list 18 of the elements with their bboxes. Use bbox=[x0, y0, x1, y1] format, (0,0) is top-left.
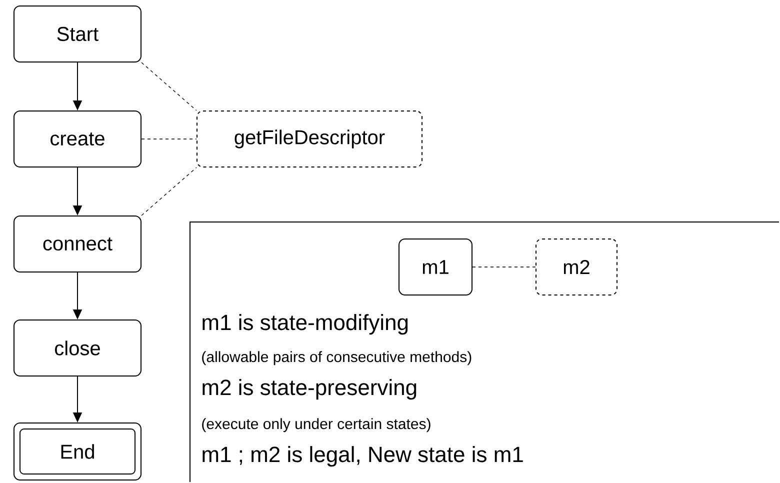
method-box: close bbox=[14, 320, 142, 376]
rule-text: m1 is state-modifying bbox=[202, 314, 408, 335]
note-text: (allowable pairs of consecutive methods) bbox=[202, 351, 472, 366]
note-text: (execute only under certain states) bbox=[202, 418, 430, 432]
dashed-method-box: getFileDescriptor bbox=[196, 110, 422, 168]
connector-line bbox=[141, 62, 197, 111]
connector-line bbox=[141, 138, 197, 140]
connector-line bbox=[141, 167, 197, 216]
dashed-method-box: m2 bbox=[536, 238, 618, 296]
rule-text: m2 is state-preserving bbox=[202, 379, 416, 400]
method-box: m1 bbox=[398, 238, 472, 296]
terminal-box: Start bbox=[14, 6, 142, 62]
terminal-box: End bbox=[14, 422, 142, 480]
method-box: connect bbox=[14, 216, 142, 272]
legend-panel bbox=[190, 222, 780, 482]
connector-line bbox=[472, 266, 536, 268]
method-box: create bbox=[14, 110, 142, 168]
rule-text: m1 ; m2 is legal, New state is m1 bbox=[202, 446, 523, 467]
